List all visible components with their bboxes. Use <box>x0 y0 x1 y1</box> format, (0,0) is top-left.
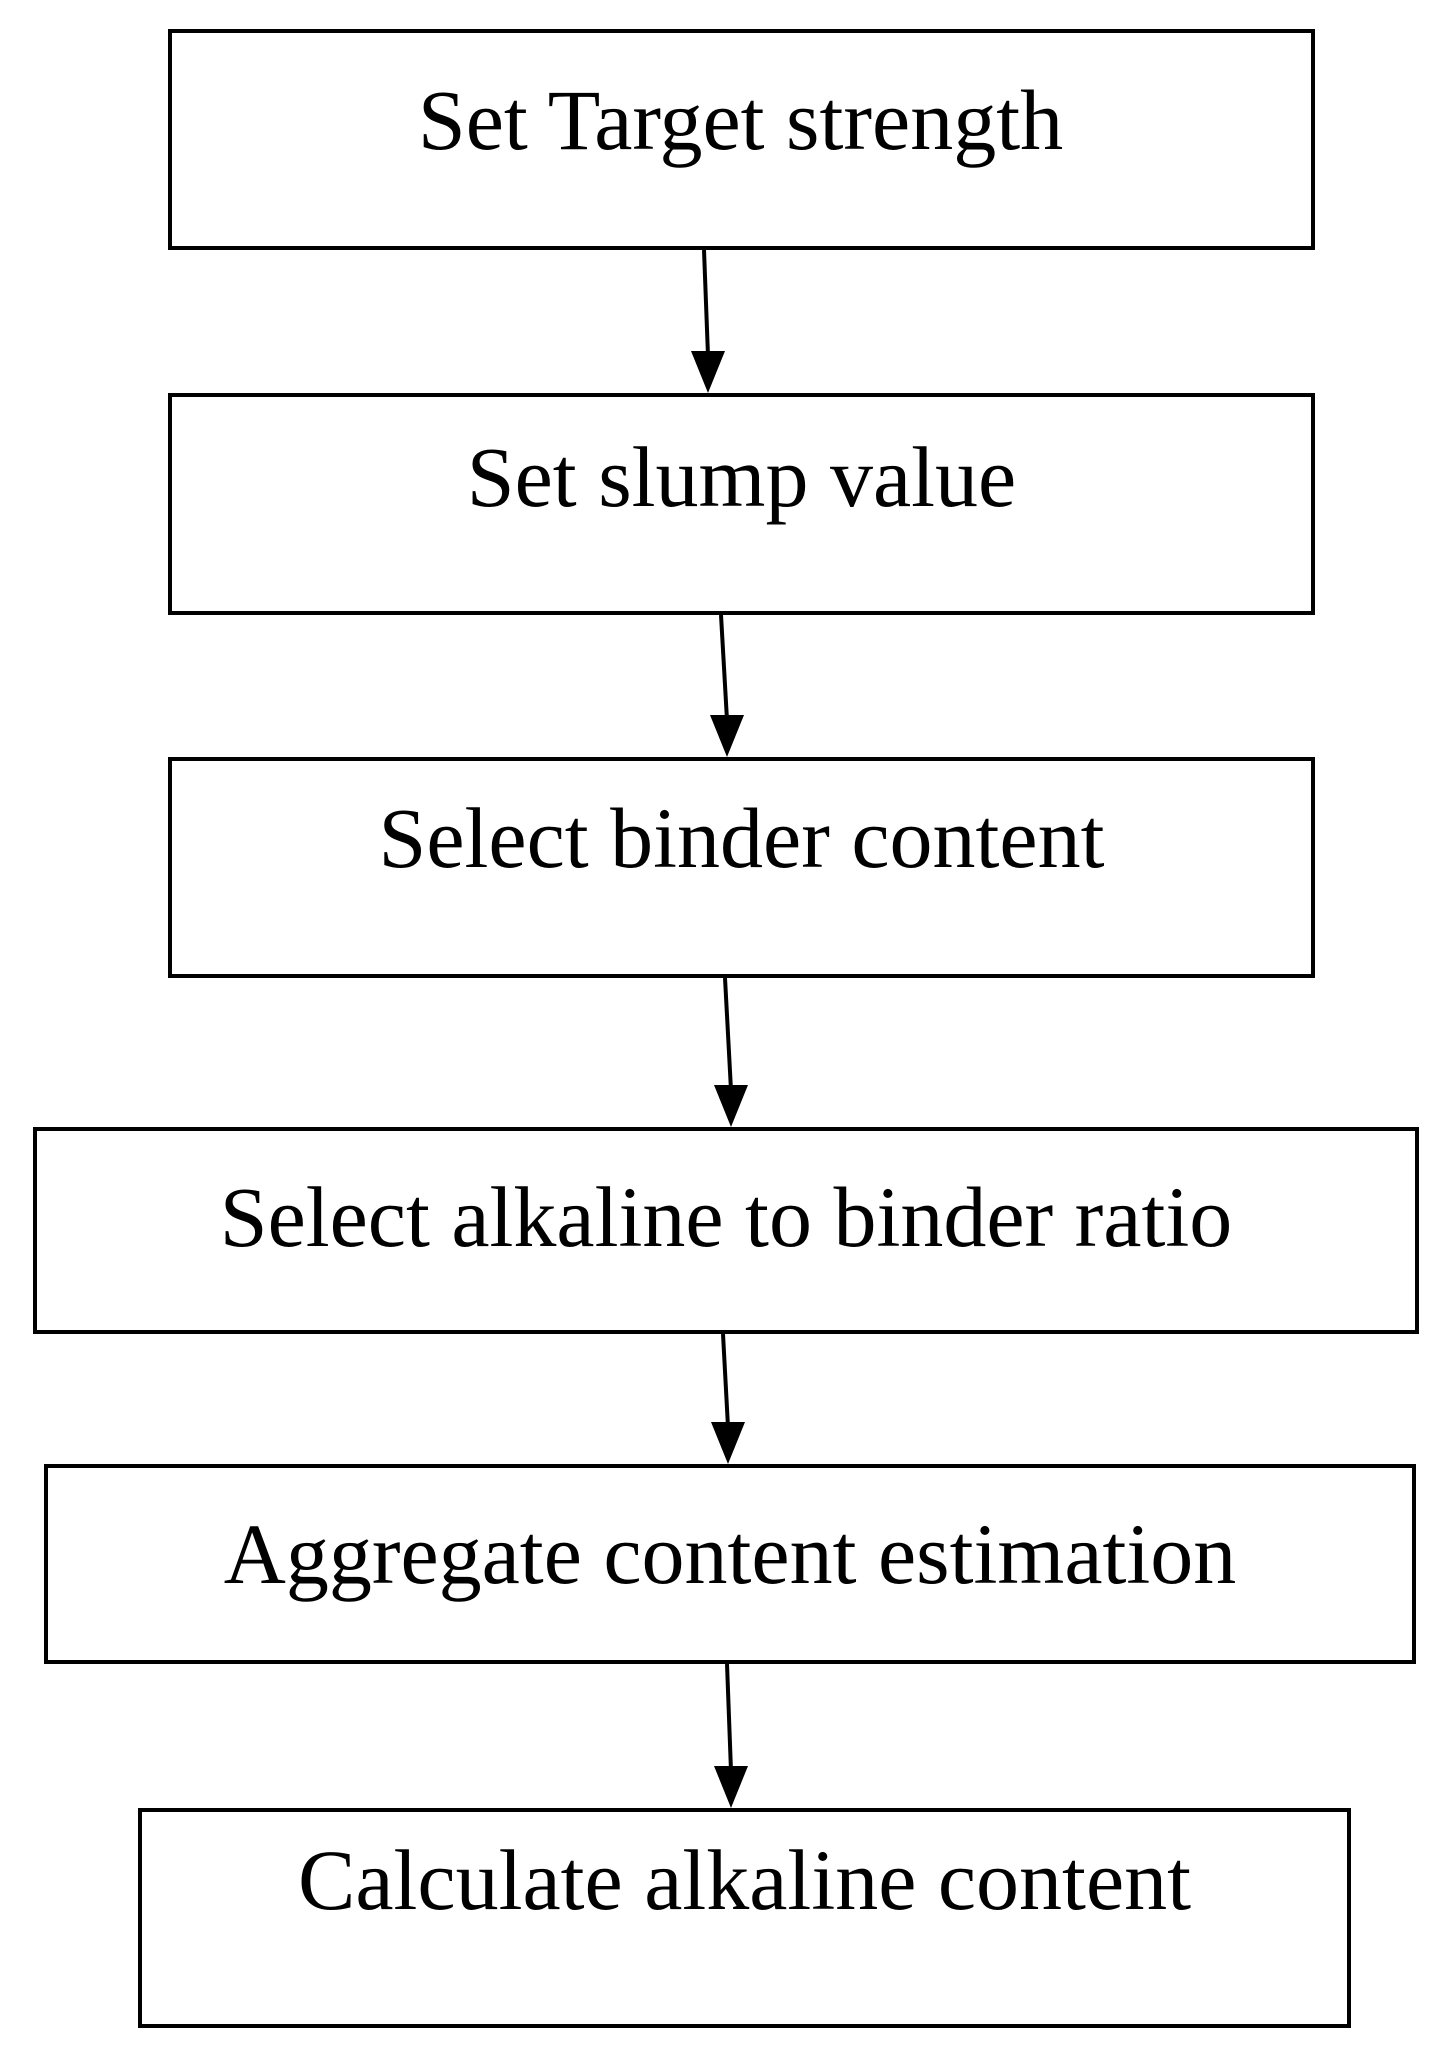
step-label: Set Target strength <box>417 71 1064 168</box>
arrowhead <box>691 351 725 393</box>
arrowhead <box>714 1085 748 1127</box>
step-select-alkaline-to-binder-ratio: Select alkaline to binder ratio <box>33 1127 1419 1334</box>
step-aggregate-content-estimation: Aggregate content estimation <box>44 1464 1416 1664</box>
arrow-5 <box>714 1663 748 1808</box>
arrow-line <box>721 1333 730 1428</box>
arrowhead <box>714 1766 748 1808</box>
step-label: Select alkaline to binder ratio <box>219 1168 1233 1265</box>
arrow-line <box>723 977 733 1091</box>
step-set-target-strength: Set Target strength <box>168 29 1315 250</box>
step-label: Set slump value <box>466 429 1017 525</box>
step-select-binder-content: Select binder content <box>168 757 1315 978</box>
arrow-2 <box>710 614 744 757</box>
arrow-3 <box>714 977 748 1127</box>
step-label: Aggregate content estimation <box>223 1506 1237 1602</box>
arrow-4 <box>711 1333 745 1464</box>
arrow-1 <box>691 249 725 393</box>
step-label: Calculate alkaline content <box>297 1832 1192 1928</box>
arrow-line <box>725 1663 733 1772</box>
arrowhead <box>711 1422 745 1464</box>
arrow-line <box>702 249 710 357</box>
step-label: Select binder content <box>378 789 1105 886</box>
step-set-slump-value: Set slump value <box>168 393 1315 615</box>
arrowhead <box>710 715 744 757</box>
arrow-line <box>719 614 729 721</box>
step-calculate-alkaline-content: Calculate alkaline content <box>138 1808 1351 2028</box>
